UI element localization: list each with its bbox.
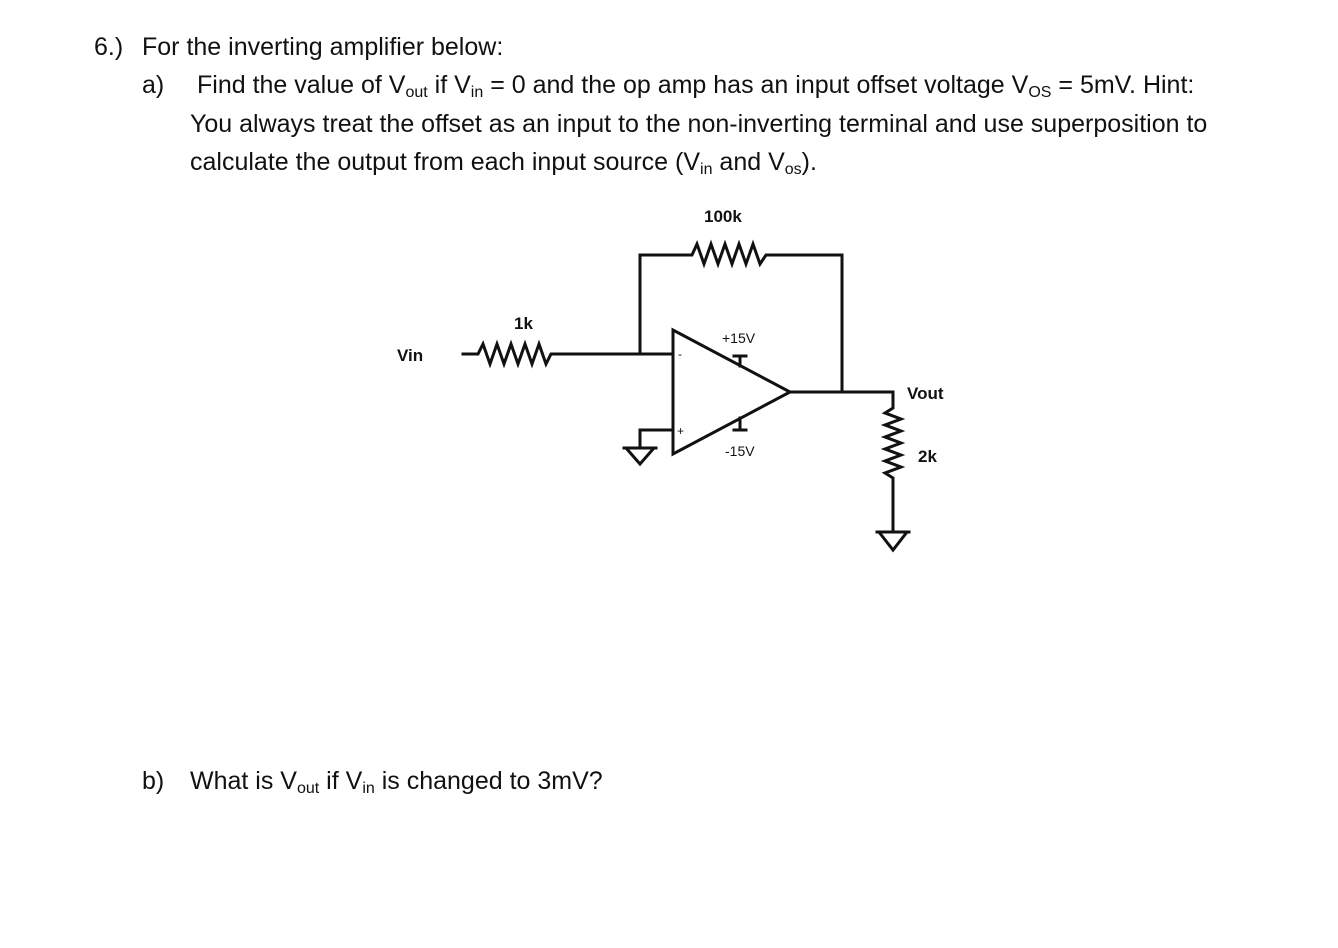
op-amp-symbol [671, 327, 794, 457]
part-b-label: b) [142, 767, 165, 795]
input-resistor-label: 1k [514, 314, 533, 333]
part-a-line-2: You always treat the offset as an input … [190, 110, 1208, 138]
output-label: Vout [907, 384, 944, 403]
ground-triangle-right [875, 530, 911, 553]
part-a-label: a) [142, 71, 165, 99]
part-a-line-3: calculate the output from each input sou… [190, 148, 817, 178]
feedback-resistor-label: 100k [704, 207, 742, 226]
ground-triangle-left [622, 446, 658, 467]
inverting-sign: - [678, 347, 682, 361]
feedback-resistor [638, 239, 844, 269]
part-a-line-1: Find the value of Vout if Vin = 0 and th… [197, 71, 1195, 101]
noninverting-input-wire [638, 428, 675, 450]
input-resistor [461, 339, 642, 369]
negative-supply-label: -15V [725, 443, 755, 459]
question-number: 6.) [94, 33, 124, 61]
noninverting-sign: + [677, 424, 684, 438]
question-intro: For the inverting amplifier below: [142, 33, 504, 61]
input-label: Vin [397, 346, 423, 365]
part-b-line: What is Vout if Vin is changed to 3mV? [190, 767, 603, 797]
load-resistor [880, 390, 906, 534]
positive-supply-label: +15V [722, 330, 756, 346]
load-resistor-label: 2k [918, 447, 937, 466]
